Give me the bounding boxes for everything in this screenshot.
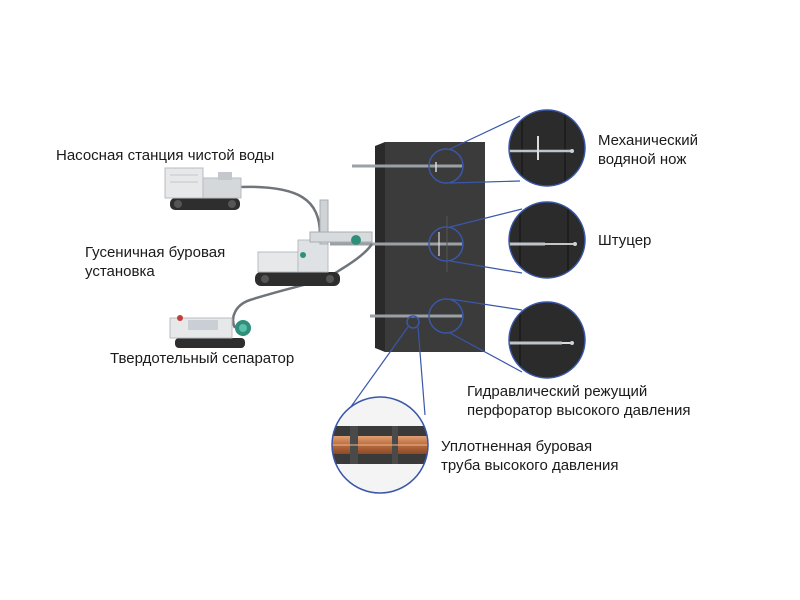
label-fitting: Штуцер [598,232,652,249]
zoom-circle-water-knife [508,109,586,187]
label-water-knife: Механический водяной нож [598,132,698,168]
label-drill-pipe: Уплотненная буровая труба высокого давле… [441,438,619,474]
label-separator: Твердотельный сепаратор [110,350,295,367]
callout-lines [344,115,523,416]
callout-ring-pipe [406,315,420,329]
zoom-circle-fitting [508,201,586,279]
coal-seam-block [375,142,485,352]
zoom-circle-drill-pipe [331,396,429,494]
separator-machine [169,315,251,348]
borehole-middle [330,216,462,272]
pump-station-machine [164,167,242,210]
callout-ring-middle [428,226,464,262]
label-perforator: Гидравлический режущий перфоратор высоко… [467,383,691,419]
borehole-upper [352,162,462,172]
drill-rig-machine [255,199,373,286]
zoom-circle-perforator [508,301,586,379]
label-pump-station: Насосная станция чистой воды [56,147,275,164]
label-drill-rig: Гусеничная буровая установка [85,244,226,280]
callout-ring-upper [428,148,464,184]
callout-ring-lower [428,298,464,334]
